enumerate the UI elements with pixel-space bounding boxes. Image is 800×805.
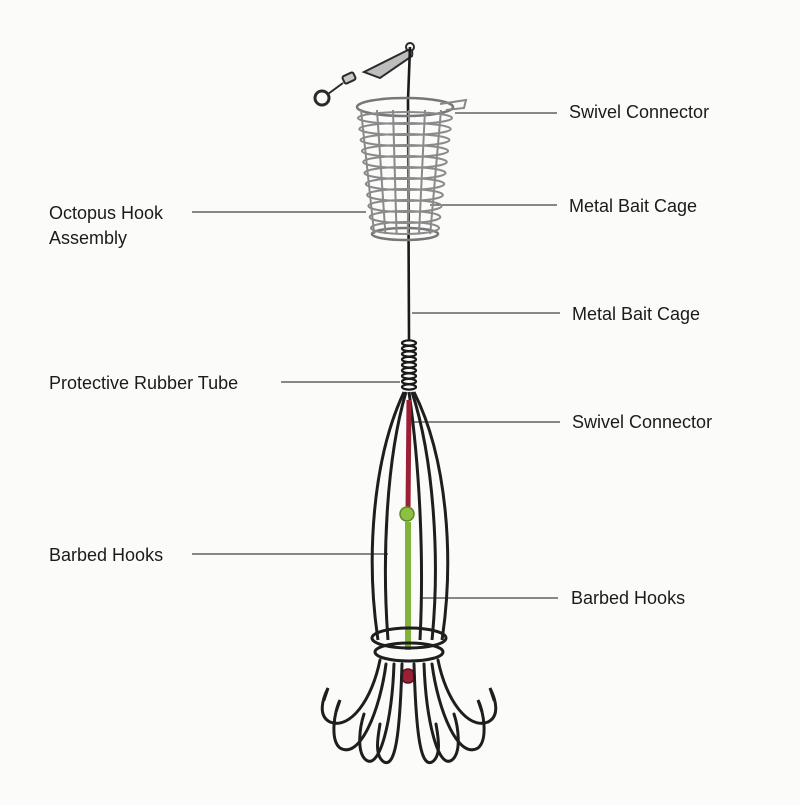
snap-clip [361, 48, 414, 80]
cage-bar [392, 109, 398, 235]
rubber-tube [400, 339, 418, 391]
red-tube [405, 399, 412, 513]
cage-top-rim [355, 96, 455, 118]
cage-bar [429, 109, 442, 235]
hook-collar-top [370, 626, 448, 650]
hook-8 [436, 658, 498, 725]
hook-5 [412, 662, 440, 765]
cage-rings [357, 111, 453, 235]
leader-lines [192, 112, 560, 599]
cage-bar [418, 109, 426, 235]
label-octopus-hook-assembly: Octopus Hook Assembly [49, 201, 209, 251]
hook-4 [376, 662, 404, 765]
hook-arms [370, 391, 450, 641]
hook-6 [422, 662, 460, 763]
hook-2 [332, 662, 388, 752]
arm-2 [383, 391, 408, 641]
label-metal-bait-cage-mid: Metal Bait Cage [572, 304, 701, 324]
hook-collar-bottom [373, 641, 445, 663]
hook-3 [358, 662, 396, 763]
swivel-ring [313, 89, 331, 107]
label-protective-rubber-tube: Protective Rubber Tube [49, 373, 239, 393]
label-swivel-connector-mid: Swivel Connector [572, 412, 713, 432]
hook-1 [320, 658, 382, 725]
bait-cage [355, 96, 468, 242]
green-bead [399, 506, 415, 522]
swivel-link [327, 82, 344, 95]
main-wire [406, 46, 412, 341]
cage-bar [406, 109, 410, 235]
cage-bottom-rim [370, 226, 440, 242]
arm-5 [407, 391, 424, 641]
label-swivel-connector-top: Swivel Connector [569, 102, 710, 122]
cage-top-latch [439, 98, 468, 111]
label-barbed-hooks-left: Barbed Hooks [49, 545, 164, 565]
cage-ring [370, 221, 440, 235]
arm-3 [410, 391, 437, 641]
swivel-snap [313, 42, 415, 107]
barbed-hooks [320, 658, 498, 765]
cage-bar [376, 109, 387, 235]
cage-bars [360, 109, 442, 235]
label-barbed-hooks-right: Barbed Hooks [571, 588, 686, 608]
label-octopus-line2: Assembly [49, 228, 128, 248]
arm-1 [370, 391, 406, 641]
cage-bar [360, 109, 376, 235]
swivel-barrel [341, 71, 357, 85]
label-metal-bait-cage-top: Metal Bait Cage [569, 196, 698, 216]
label-octopus-line1: Octopus Hook [49, 203, 164, 223]
hook-7 [430, 662, 486, 752]
spring-coil [400, 383, 418, 391]
arm-4 [412, 391, 450, 641]
